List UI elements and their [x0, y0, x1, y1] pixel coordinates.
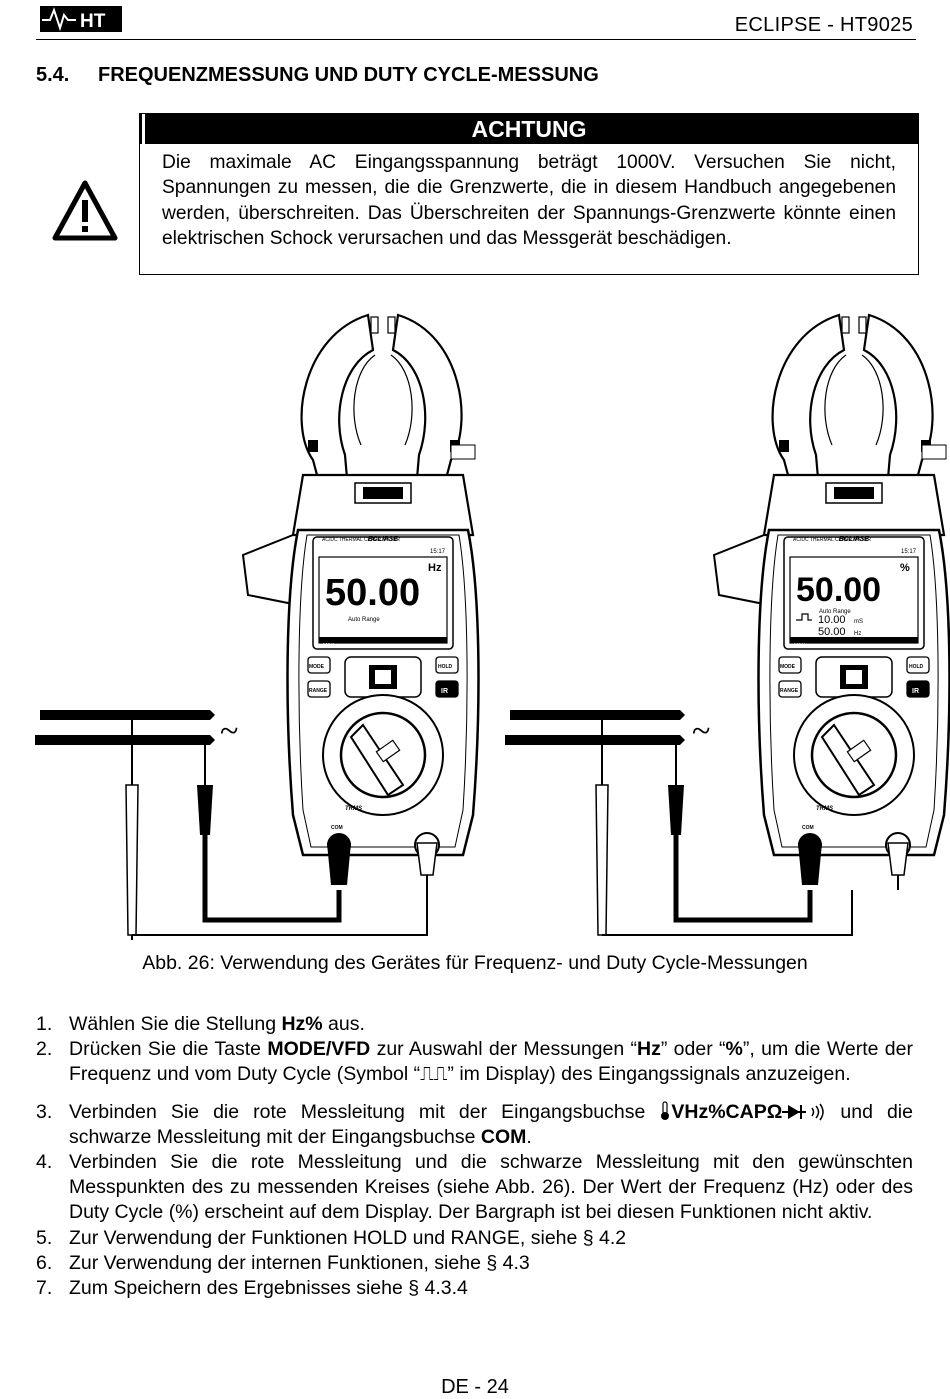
warning-heading: ACHTUNG — [140, 114, 918, 144]
left-screen-unit: Hz — [428, 562, 442, 574]
measurement-figure: ~ AC/DC THERMAL CLAMP METER ECLIPSE 15:1… — [35, 313, 950, 940]
svg-text:IR: IR — [441, 688, 448, 695]
section-number: 5.4. — [36, 64, 70, 86]
svg-text:RANGE: RANGE — [309, 688, 328, 694]
svg-text:ECLIPSE: ECLIPSE — [368, 536, 398, 543]
left-screen-reading: 50.00 — [325, 572, 420, 614]
svg-text:AC/DC THERMAL CLAMP METER: AC/DC THERMAL CLAMP METER — [793, 537, 871, 543]
warning-triangle-icon — [52, 180, 118, 241]
svg-text:10.00: 10.00 — [818, 614, 846, 626]
right-bus-bars — [505, 710, 685, 745]
left-test-leads — [125, 715, 428, 940]
svg-text:COM: COM — [331, 825, 343, 831]
list-item: 5. Zur Verwendung der Funktionen HOLD un… — [36, 1226, 627, 1249]
list-item: 1. Wählen Sie die Stellung Hz% aus. — [36, 1013, 365, 1035]
ac-symbol-right: ~ — [692, 713, 710, 750]
svg-text:MAX: MAX — [794, 643, 806, 649]
svg-text:Auto Range: Auto Range — [348, 617, 380, 623]
svg-text:TRMS: TRMS — [345, 806, 362, 812]
ht-logo: HT — [40, 6, 122, 32]
warning-text: Die maximale AC Eingangsspannung beträgt… — [162, 152, 896, 249]
svg-text:TRMS: TRMS — [816, 806, 833, 812]
svg-text:COM: COM — [802, 825, 814, 831]
svg-text:MAX: MAX — [323, 643, 335, 649]
svg-text:RANGE: RANGE — [780, 688, 799, 694]
svg-text:AC/DC THERMAL CLAMP METER: AC/DC THERMAL CLAMP METER — [322, 537, 400, 543]
list-item: 2. Drücken Sie die Taste MODE/VFD zur Au… — [36, 1038, 913, 1086]
logo-text: HT — [80, 11, 106, 32]
svg-text:50.00: 50.00 — [818, 626, 846, 638]
svg-text:15:17: 15:17 — [901, 549, 917, 555]
section-heading: 5.4. FREQUENZMESSUNG UND DUTY CYCLE-MESSU… — [36, 64, 599, 87]
ac-symbol-left: ~ — [220, 713, 238, 750]
svg-text:IR: IR — [912, 688, 919, 695]
instruction-list: 1. Wählen Sie die Stellung Hz% aus. 2. D… — [36, 1012, 913, 1301]
svg-text:Auto Range: Auto Range — [819, 609, 851, 615]
svg-text:HOLD: HOLD — [909, 664, 924, 670]
warning-box: ACHTUNG Die maximale AC Eingangsspannung… — [139, 113, 919, 275]
list-item: 6. Zur Verwendung der internen Funktione… — [36, 1251, 530, 1274]
document-title: ECLIPSE - HT9025 — [734, 14, 913, 36]
page-number: DE - 24 — [441, 1376, 509, 1398]
svg-text:HOLD: HOLD — [438, 664, 453, 670]
section-title: FREQUENZMESSUNG UND DUTY CYCLE-MESSUNG — [98, 64, 599, 86]
left-bus-bars — [35, 710, 215, 745]
svg-text:Hz: Hz — [854, 631, 861, 637]
right-screen-unit: % — [900, 562, 910, 574]
svg-text:mS: mS — [854, 619, 863, 625]
diode-buzzer-icon — [782, 1103, 825, 1121]
list-item: 3. Verbinden Sie die rote Messleitung mi… — [36, 1100, 913, 1148]
svg-text:MODE: MODE — [780, 664, 796, 670]
right-test-leads — [595, 715, 853, 936]
svg-text:MODE: MODE — [309, 664, 325, 670]
right-screen-reading: 50.00 — [796, 571, 881, 609]
list-item: 7. Zum Speichern des Ergebnisses siehe §… — [36, 1277, 468, 1300]
svg-text:15:17: 15:17 — [430, 549, 446, 555]
figure-caption: Abb. 26: Verwendung des Gerätes für Freq… — [142, 952, 808, 974]
list-item: 4. Verbinden Sie die rote Messleitung un… — [36, 1151, 913, 1224]
svg-text:ECLIPSE: ECLIPSE — [839, 536, 869, 543]
thermometer-icon — [661, 1101, 670, 1120]
header-rule — [36, 39, 916, 40]
